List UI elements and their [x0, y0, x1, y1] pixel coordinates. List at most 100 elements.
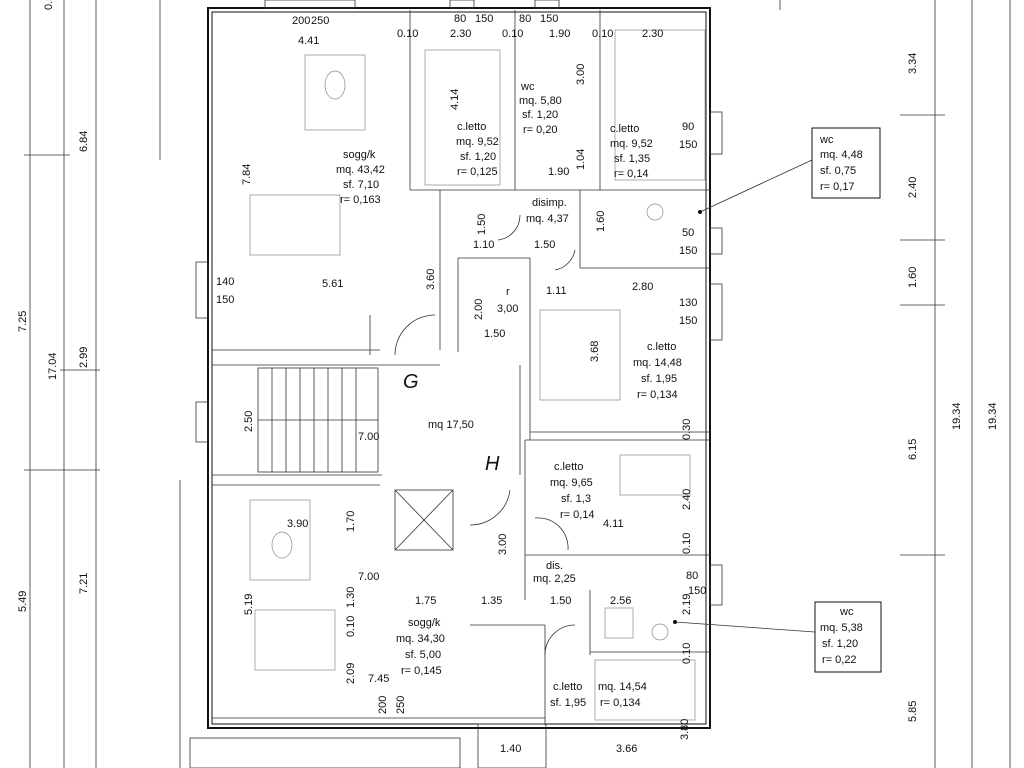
- room-name: disimp.: [532, 197, 567, 209]
- dim-150-f: 1.50: [484, 328, 505, 340]
- door-swings: [394, 214, 576, 656]
- dim-130: 130: [679, 297, 697, 309]
- dim-1934-b: 19.34: [987, 402, 999, 430]
- dim-745: 7.45: [368, 673, 389, 685]
- room-disimp: disimp. mq. 4,37: [526, 197, 569, 225]
- dim-010-a: 0.10: [397, 28, 418, 40]
- dim-250-bottom: 250: [395, 696, 407, 714]
- dim-240-r: 2.40: [907, 177, 919, 198]
- dim-80-top-b: 80: [519, 13, 531, 25]
- dim-160-r: 1.60: [907, 267, 919, 288]
- room-wc-a: wc mq. 5,80 sf. 1,20 r= 0,20: [519, 81, 562, 136]
- room-sf: sf. 1,3: [561, 493, 591, 505]
- dim-175: 1.75: [415, 595, 436, 607]
- dim-360: 3.60: [425, 269, 437, 290]
- callout-wc-top: wc mq. 4,48 sf. 0,75 r= 0,17: [698, 127, 881, 214]
- dim-104: 1.04: [575, 149, 587, 170]
- room-r: r= 0,14: [560, 509, 595, 521]
- dim-549: 5.49: [17, 591, 29, 612]
- callout-area: mq. 5,38: [820, 622, 863, 634]
- dim-200: 2.00: [473, 299, 485, 320]
- room-r: r= 0,145: [401, 665, 442, 677]
- room-area: mq. 9,52: [456, 136, 499, 148]
- room-r: r= 0,134: [600, 697, 641, 709]
- room-area: mq. 14,54: [598, 681, 647, 693]
- dim-90: 90: [682, 121, 694, 133]
- room-area: mq. 2,25: [533, 573, 576, 585]
- dim-200-top: 200: [292, 15, 310, 27]
- room-r: r= 0,163: [340, 194, 381, 206]
- room-name: c.letto: [457, 121, 486, 133]
- room-area: mq. 14,48: [633, 357, 682, 369]
- room-area: mq. 43,42: [336, 164, 385, 176]
- dim-140: 140: [216, 276, 234, 288]
- room-cletto-e: c.letto mq. 14,54 sf. 1,95 r= 0,134: [550, 681, 647, 709]
- room-r: r= 0,134: [637, 389, 678, 401]
- room-sogg-top: sogg/k mq. 43,42 sf. 7,10 r= 0,163: [336, 149, 385, 206]
- dim-615: 6.15: [907, 439, 919, 460]
- room-name: sogg/k: [408, 617, 441, 629]
- room-area: mq. 5,80: [519, 95, 562, 107]
- dim-209: 2.09: [345, 663, 357, 684]
- dim-200-bottom: 200: [377, 696, 389, 714]
- dim-80-c: 80: [686, 570, 698, 582]
- room-sf: sf. 7,10: [343, 179, 379, 191]
- room-name: c.letto: [554, 461, 583, 473]
- dim-150-top-a: 150: [475, 13, 493, 25]
- dim-684: 6.84: [78, 131, 90, 152]
- dim-1704: 17.04: [47, 352, 59, 380]
- room-cletto-d: c.letto mq. 9,65 sf. 1,3 r= 0,14: [550, 461, 595, 521]
- callout-wc-bottom: wc mq. 5,38 sf. 1,20 r= 0,22: [673, 601, 882, 673]
- staircase: [257, 367, 454, 551]
- dim-150-e: 150: [679, 315, 697, 327]
- dim-519: 5.19: [243, 594, 255, 615]
- letter-h: H: [485, 453, 500, 475]
- callout-name: wc: [839, 606, 854, 618]
- dim-150-d: 150: [216, 294, 234, 306]
- room-name: dis.: [546, 560, 563, 572]
- dim-130: 1.30: [345, 587, 357, 608]
- room-sf: sf. 5,00: [405, 649, 441, 661]
- room-sf: sf. 1,95: [641, 373, 677, 385]
- dim-1934-a: 19.34: [951, 402, 963, 430]
- callout-area: mq. 4,48: [820, 149, 863, 161]
- dim-190-b: 1.90: [548, 166, 569, 178]
- dim-366: 3.66: [616, 743, 637, 755]
- lower-building: [189, 723, 547, 768]
- dim-010-f: 0.10: [681, 643, 693, 664]
- dim-150-h: 1.50: [534, 239, 555, 251]
- dim-250-v: 2.50: [243, 411, 255, 432]
- dim-700-b: 7.00: [358, 571, 379, 583]
- dim-010-b: 0.10: [502, 28, 523, 40]
- dimension-lines: [24, 0, 1011, 768]
- dim-150-top-b: 150: [540, 13, 558, 25]
- dim-80-top-a: 80: [454, 13, 466, 25]
- room-dis: dis. mq. 2,25: [533, 560, 576, 585]
- room-name: c.letto: [553, 681, 582, 693]
- landing-area: mq 17,50: [428, 419, 474, 431]
- dim-032: 0.32: [43, 0, 55, 10]
- dim-190-a: 1.90: [549, 28, 570, 40]
- dim-010-d: 0.10: [681, 533, 693, 554]
- dim-300-a: 3.00: [575, 64, 587, 85]
- dim-160: 1.60: [595, 211, 607, 232]
- callout-sf: sf. 0,75: [820, 165, 856, 177]
- dim-380: 3.80: [679, 719, 691, 740]
- callout-name: wc: [819, 134, 834, 146]
- room-name: wc: [520, 81, 535, 93]
- room-r: r= 0,20: [523, 124, 558, 136]
- dim-170: 1.70: [345, 511, 357, 532]
- room-name: c.letto: [647, 341, 676, 353]
- dim-300-b: 3.00: [497, 534, 509, 555]
- room-name: r: [506, 286, 510, 298]
- dim-411: 4.11: [603, 518, 624, 530]
- room-area: mq. 9,52: [610, 138, 653, 150]
- letter-g: G: [403, 371, 419, 393]
- dim-334: 3.34: [907, 53, 919, 74]
- room-cletto-c: c.letto mq. 14,48 sf. 1,95 r= 0,134: [633, 341, 682, 401]
- room-rip: r 3,00: [497, 286, 518, 315]
- dim-250-top: 250: [311, 15, 329, 27]
- dim-725: 7.25: [17, 311, 29, 332]
- dim-441: 4.41: [298, 35, 319, 47]
